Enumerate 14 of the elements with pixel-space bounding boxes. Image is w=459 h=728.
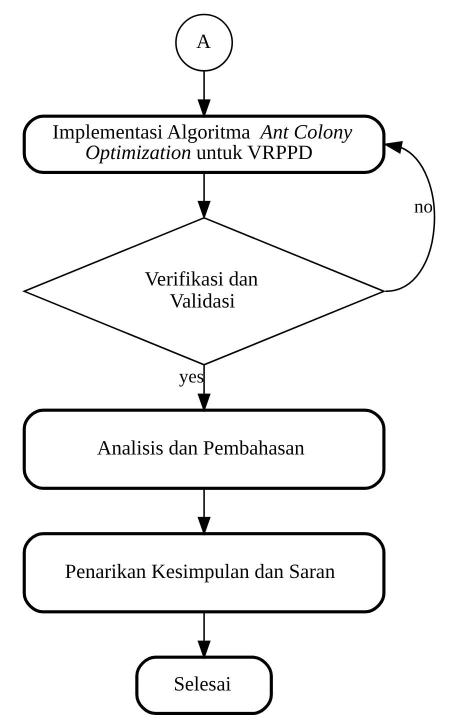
node-circle: A (175, 14, 234, 72)
node-diamond: Verifikasi dan Validasi (22, 216, 386, 366)
arrow (383, 141, 436, 292)
arrow (198, 612, 211, 660)
arrow (198, 172, 211, 220)
node-box: Selesai (135, 656, 273, 716)
edge-label: no (414, 196, 433, 218)
edge-label: yes (179, 366, 204, 388)
arrow (198, 488, 211, 536)
node-box: Implementasi Algoritma Ant Colony Optimization untuk VRPPD (22, 114, 386, 174)
arrow (198, 71, 211, 118)
arrow (198, 364, 211, 412)
node-box: Penarikan Kesimpulan dan Saran (22, 532, 386, 614)
node-box: Analisis dan Pembahasan (22, 408, 386, 490)
